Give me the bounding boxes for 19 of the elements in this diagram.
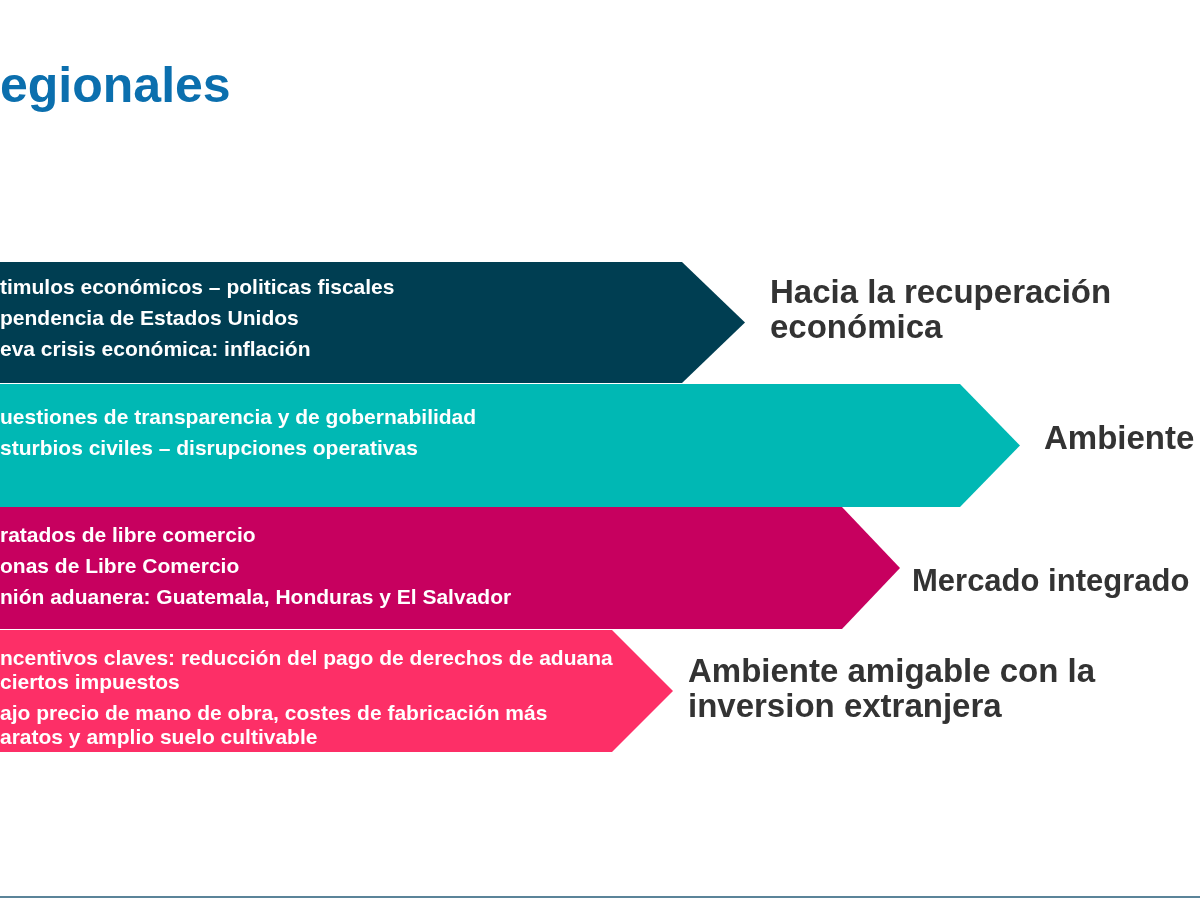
bullet-text: eva crisis económica: inflación <box>0 337 312 361</box>
bullet-text: ajo precio de mano de obra, costes de fabricación más aratos y amplio suelo cultivable <box>0 701 549 749</box>
bullet-text: sturbios civiles – disrupciones operativas <box>0 436 419 460</box>
bullet-text: ratados de libre comercio <box>0 523 257 547</box>
bullet-text: ncentivos claves: reducción del pago de derechos de aduana ciertos impuestos <box>0 646 614 694</box>
bullet-text: timulos económicos – politicas fiscales <box>0 275 396 299</box>
arrow-band <box>0 507 900 629</box>
bullet-text: nión aduanera: Guatemala, Honduras y El Salvador <box>0 585 513 609</box>
outcome-label: Ambiente amigable con la inversion extranjera <box>688 653 1097 723</box>
outcome-label: Ambiente <box>1044 420 1196 455</box>
bullet-text: uestiones de transparencia y de gobernabilidad <box>0 405 478 429</box>
arrow-band <box>0 630 673 752</box>
outcome-label: Mercado integrado <box>912 563 1191 598</box>
arrow-band <box>0 262 745 383</box>
arrow-band <box>0 384 1020 507</box>
outcome-label: Hacia la recuperación económica <box>770 274 1113 344</box>
bullet-text: pendencia de Estados Unidos <box>0 306 300 330</box>
slide-title: egionales <box>0 56 231 114</box>
bullet-text: onas de Libre Comercio <box>0 554 241 578</box>
